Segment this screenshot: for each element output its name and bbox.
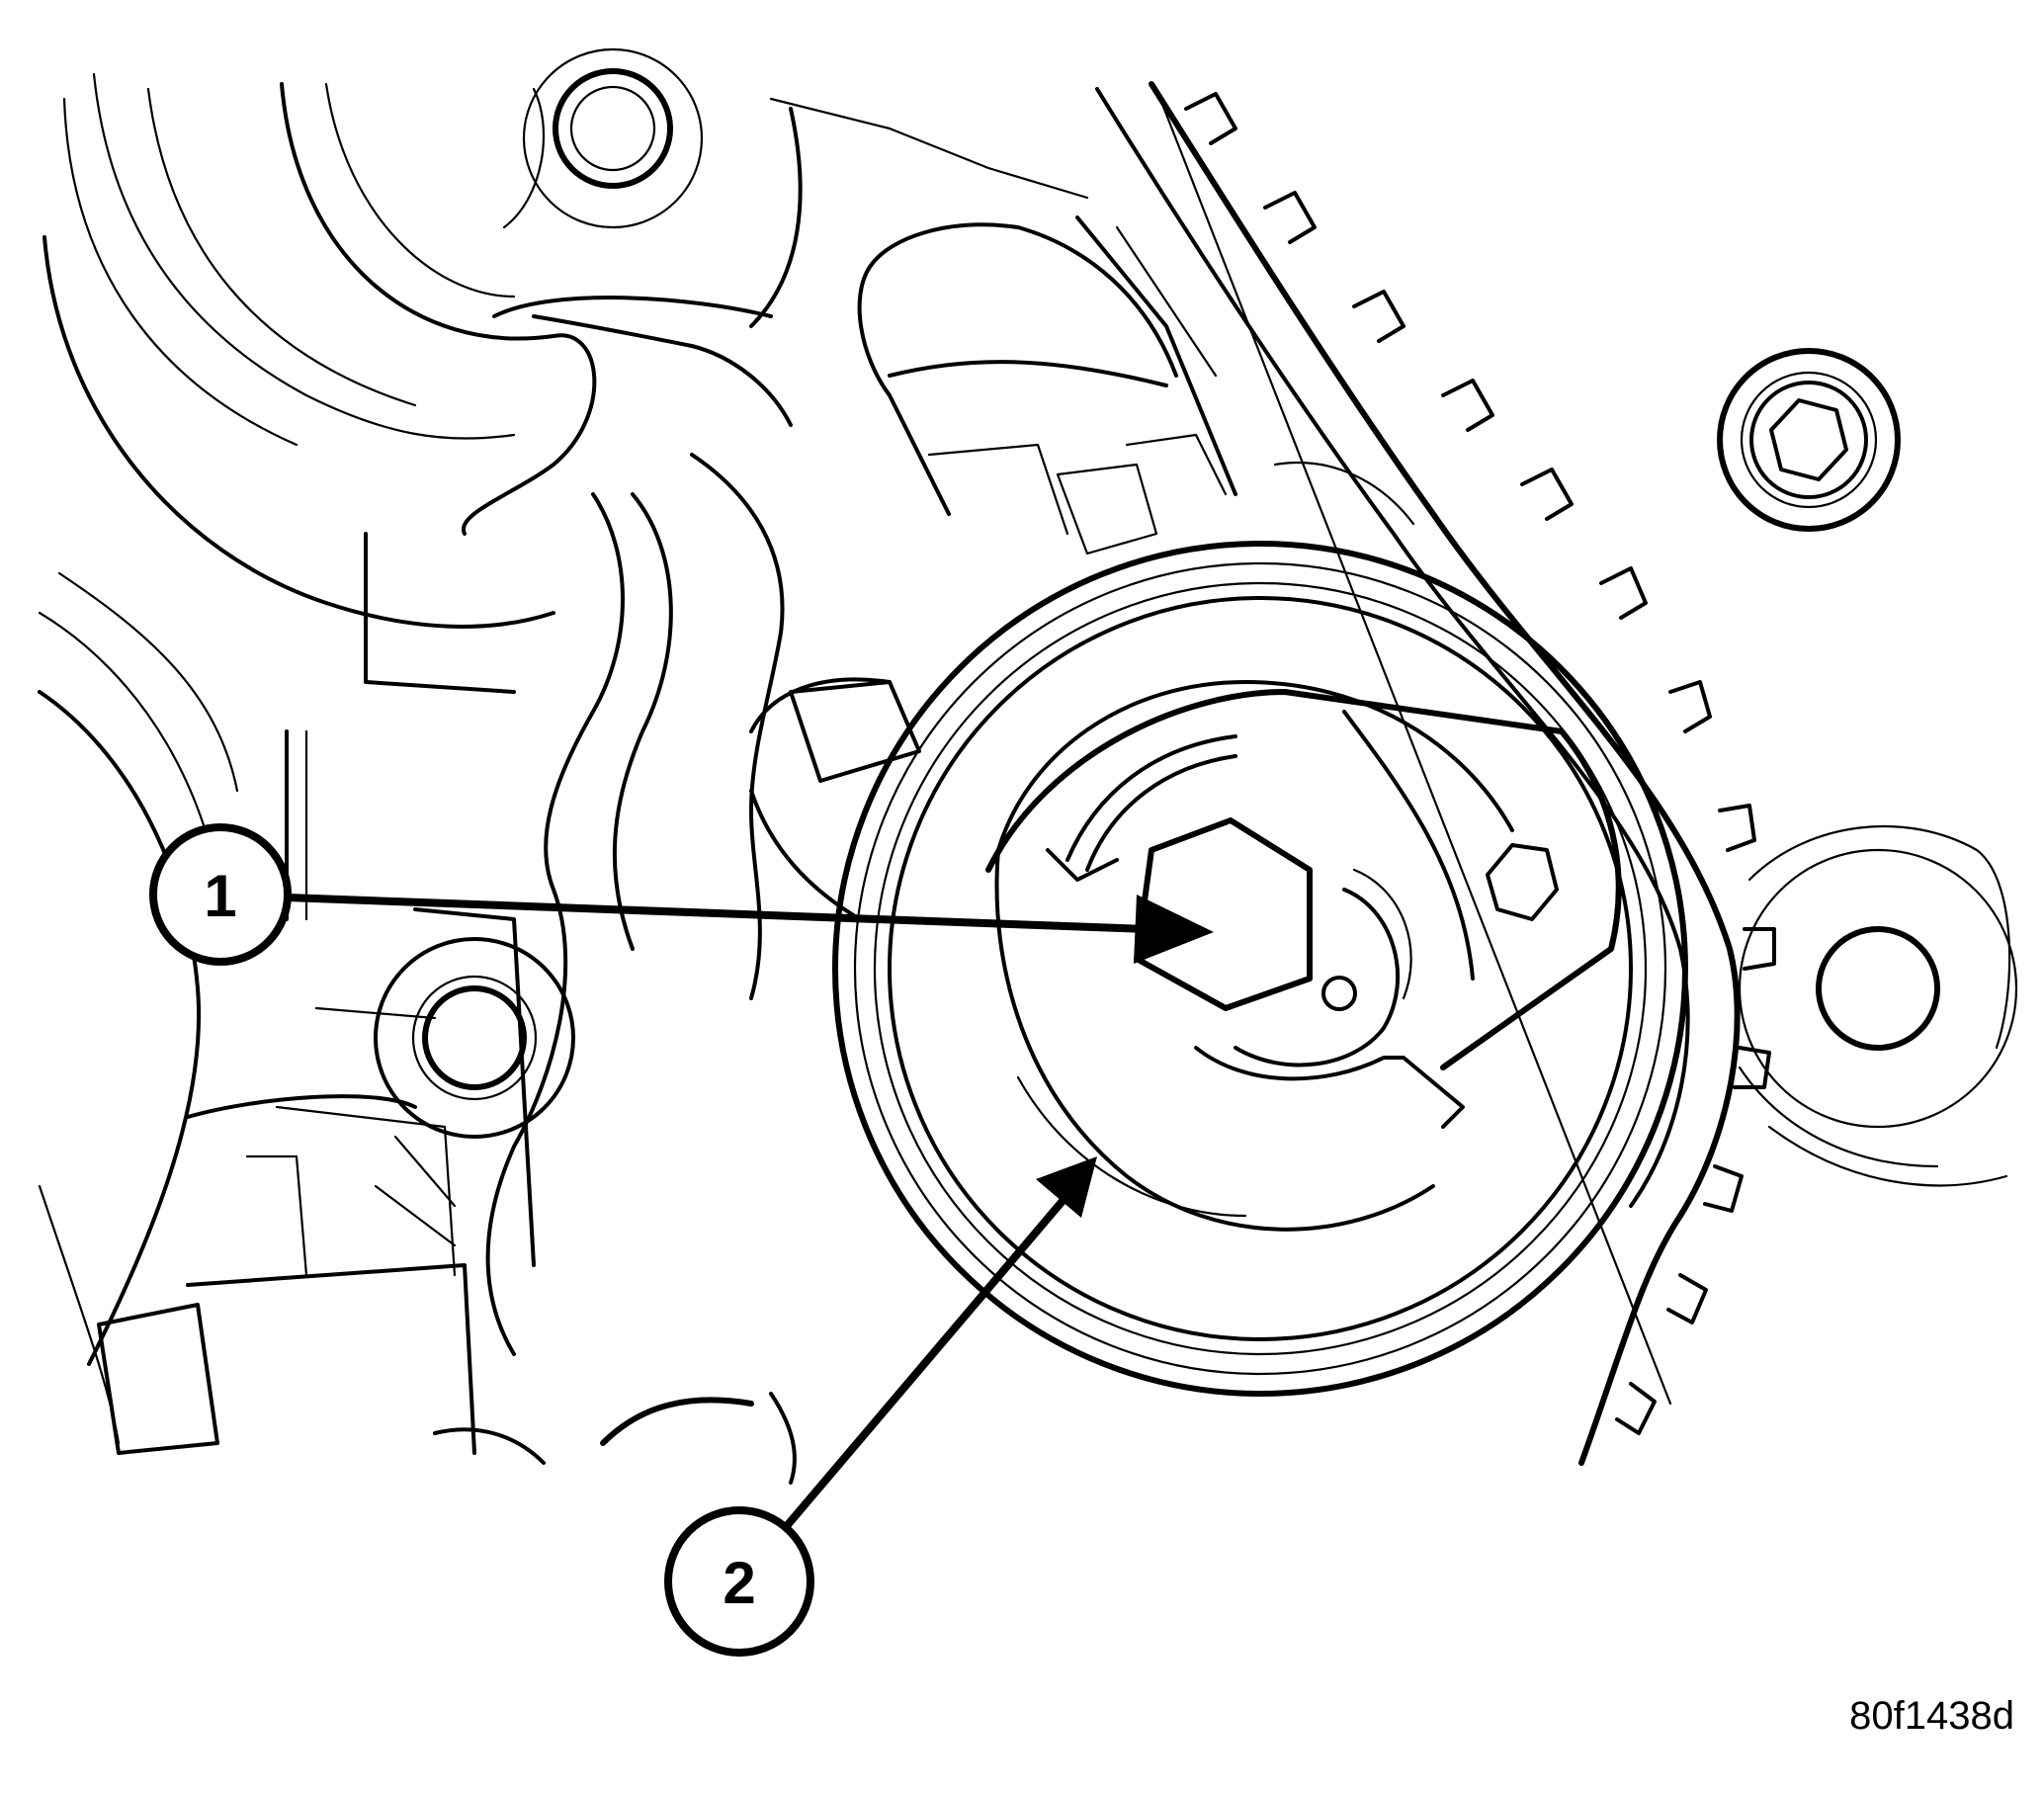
tensioner-pulley	[832, 541, 1688, 1397]
rotation-arrow	[1046, 734, 1237, 882]
tensioner-cam-plate	[985, 689, 1622, 1129]
engine-block-contours	[38, 72, 597, 1455]
timing-belt	[1095, 81, 1776, 1466]
leader-line-1	[286, 894, 1148, 933]
upper-right-bolt	[1717, 348, 1901, 532]
belt-teeth	[1184, 92, 1776, 1435]
figure-identifier: 80f1438d	[1849, 1694, 2014, 1738]
callout-1: 1	[149, 823, 292, 966]
callout-2-label: 2	[723, 1550, 755, 1616]
tensioner-body	[749, 215, 1415, 921]
leader-arrowhead-2	[1036, 1156, 1097, 1218]
leader-line-2	[782, 1198, 1066, 1530]
tensioner-bracket	[433, 87, 1089, 1485]
upper-bolt	[522, 47, 704, 229]
callout-leaders	[286, 894, 1214, 1530]
lower-left-bolt	[374, 937, 575, 1139]
callout-1-label: 1	[204, 863, 236, 929]
callout-2: 2	[664, 1506, 814, 1657]
right-idler-pulley	[1738, 824, 2018, 1187]
leader-arrowhead-1	[1134, 895, 1214, 964]
tensioner-hex-adjuster	[1134, 817, 1313, 1011]
